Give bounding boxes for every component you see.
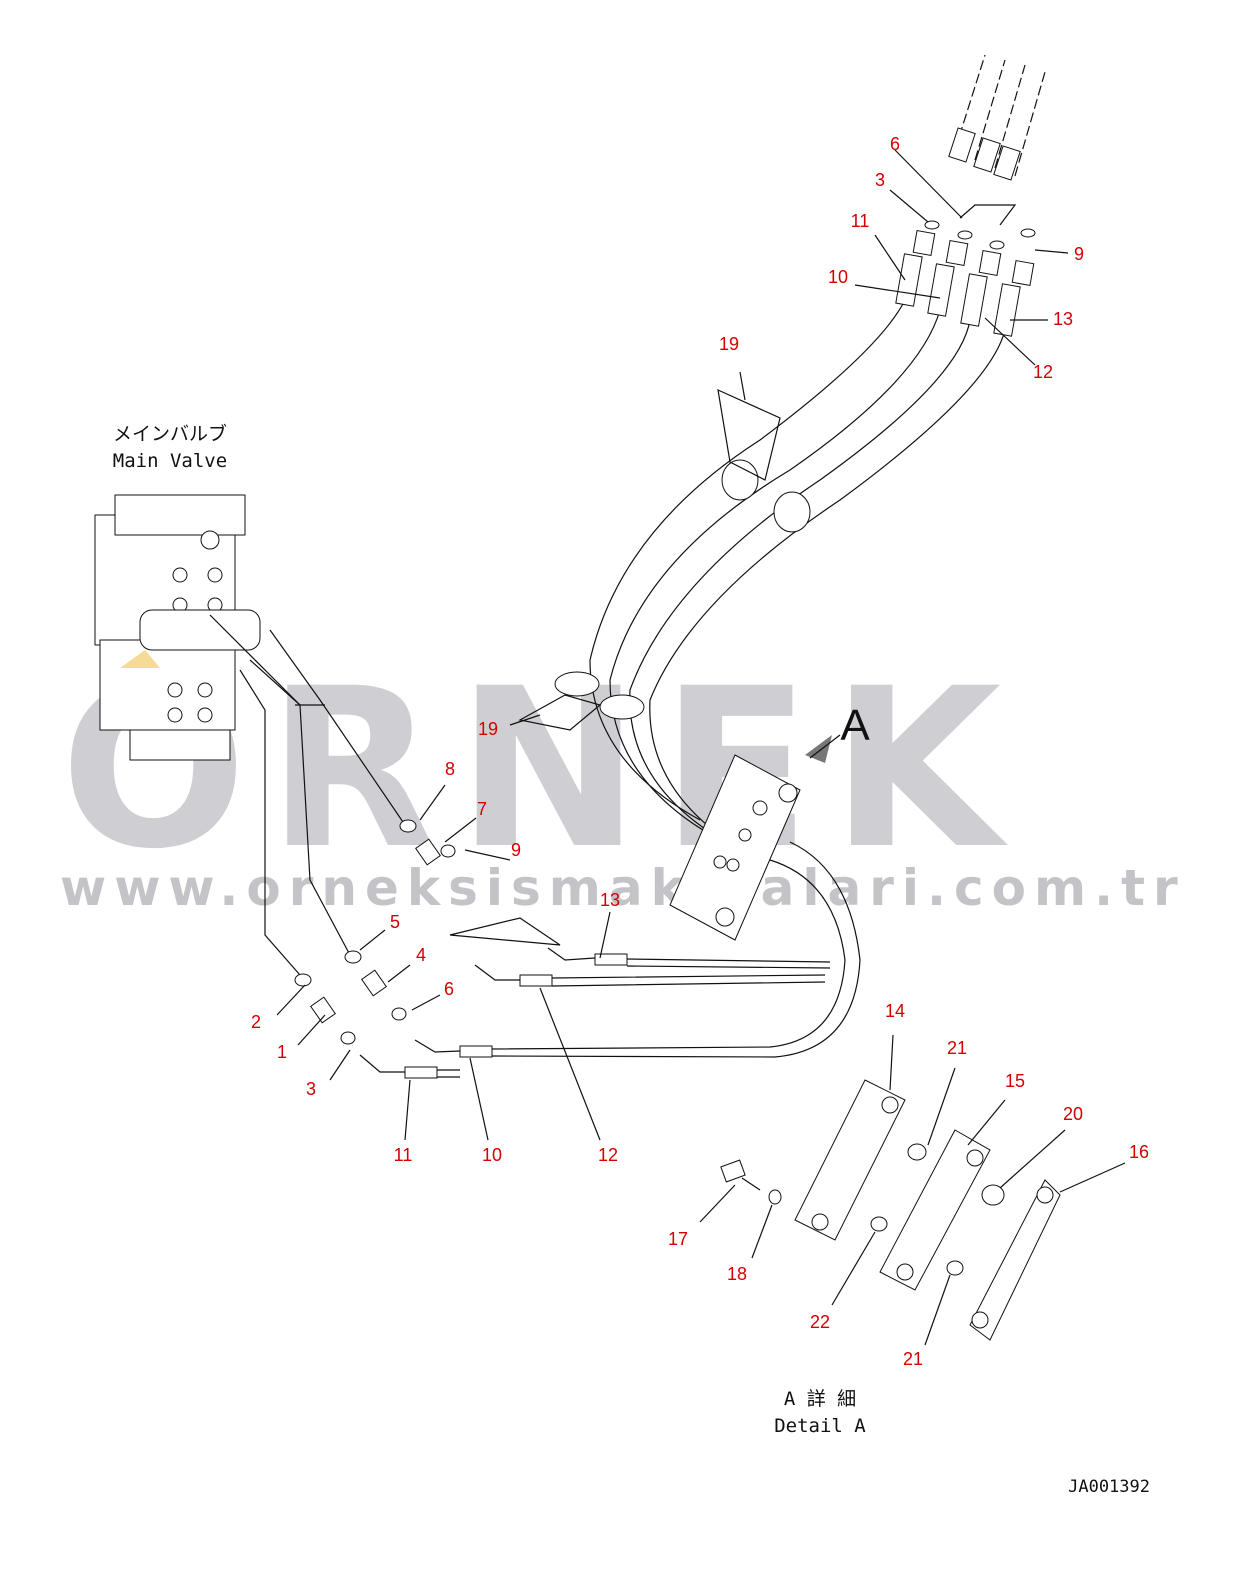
detail-a-parts (720, 1079, 1061, 1341)
detail-label-jp: A 詳 細 (784, 1388, 856, 1410)
callout-11: 11 (394, 1145, 413, 1165)
callout-21-lower: 21 (903, 1349, 923, 1369)
callout-3: 3 (306, 1079, 316, 1099)
view-label-a: A (840, 701, 870, 750)
top-hose-ends (895, 54, 1046, 337)
callout-10-top: 10 (828, 267, 848, 287)
lower-hoses (359, 841, 861, 1079)
callout-20: 20 (1063, 1104, 1083, 1124)
leader-lines (276, 149, 1126, 1346)
callout-9: 9 (511, 840, 521, 860)
main-valve-label-jp: メインバルブ (113, 422, 227, 445)
drawing-code: JA001392 (1068, 1477, 1150, 1497)
view-arrow-a: A (805, 701, 870, 763)
callout-6: 6 (444, 979, 454, 999)
callout-19-mid: 19 (478, 719, 498, 739)
callout-14: 14 (885, 1001, 905, 1021)
watermark-url: www.orneksismakinalari.com.tr (60, 859, 1186, 917)
fittings-cluster (294, 819, 456, 1045)
callout-16: 16 (1129, 1142, 1149, 1162)
main-valve (94, 494, 261, 761)
callout-11-top: 11 (851, 211, 870, 231)
callout-21-upper: 21 (947, 1038, 967, 1058)
callout-4: 4 (416, 945, 426, 965)
callout-19-top: 19 (719, 334, 739, 354)
callout-numbers: 1 2 3 4 5 6 7 8 9 10 11 12 13 19 19 6 3 … (251, 134, 1149, 1369)
callout-13: 13 (600, 890, 620, 910)
callout-17: 17 (668, 1229, 688, 1249)
callout-8: 8 (445, 759, 455, 779)
callout-9-top: 9 (1074, 244, 1084, 264)
callout-12-top: 12 (1033, 362, 1053, 382)
callout-3-top: 3 (875, 170, 885, 190)
detail-label-en: Detail A (774, 1415, 866, 1437)
main-valve-label-en: Main Valve (113, 450, 227, 472)
callout-18: 18 (727, 1264, 747, 1284)
callout-1: 1 (277, 1042, 287, 1062)
callout-6-top: 6 (890, 134, 900, 154)
callout-12: 12 (598, 1145, 618, 1165)
hose-bundle (518, 299, 1006, 861)
callout-7: 7 (477, 799, 487, 819)
callout-10: 10 (482, 1145, 502, 1165)
callout-2: 2 (251, 1012, 261, 1032)
callout-15: 15 (1005, 1071, 1025, 1091)
callout-22: 22 (810, 1312, 830, 1332)
callout-5: 5 (390, 912, 400, 932)
clamp-block (669, 754, 801, 941)
callout-13-top: 13 (1053, 309, 1073, 329)
